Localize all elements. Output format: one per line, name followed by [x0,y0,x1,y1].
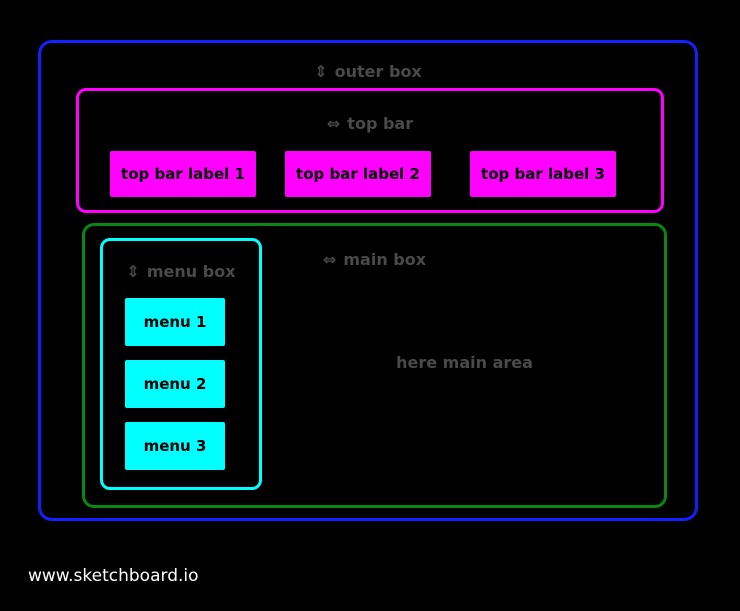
top-bar-label-text: top bar [347,114,414,133]
main-box-shape[interactable] [82,223,667,508]
top-bar-label: ⇔ top bar [76,114,664,133]
main-box-label-text: main box [343,250,427,269]
outer-box-shape[interactable] [38,40,698,521]
top-bar-item-2[interactable]: top bar label 2 [285,151,431,197]
vertical-resize-icon: ⇕ [126,262,140,281]
menu-item-3[interactable]: menu 3 [125,422,225,470]
top-bar-shape[interactable] [76,88,664,213]
top-bar-item-3[interactable]: top bar label 3 [470,151,616,197]
vertical-resize-icon: ⇕ [314,62,328,81]
menu-box-label: ⇕ menu box [100,262,262,281]
outer-box-label: ⇕ outer box [38,62,698,81]
menu-box-shape[interactable] [100,238,262,490]
menu-item-2[interactable]: menu 2 [125,360,225,408]
main-box-label: ⇔ main box [82,250,667,269]
horizontal-resize-icon: ⇔ [326,114,341,133]
sketchboard-link[interactable]: www.sketchboard.io [28,566,199,586]
main-area-text: here main area [396,353,533,372]
horizontal-resize-icon: ⇔ [322,250,337,269]
menu-box-label-text: menu box [146,262,236,281]
menu-item-1[interactable]: menu 1 [125,298,225,346]
outer-box-label-text: outer box [334,62,422,81]
top-bar-item-1[interactable]: top bar label 1 [110,151,256,197]
